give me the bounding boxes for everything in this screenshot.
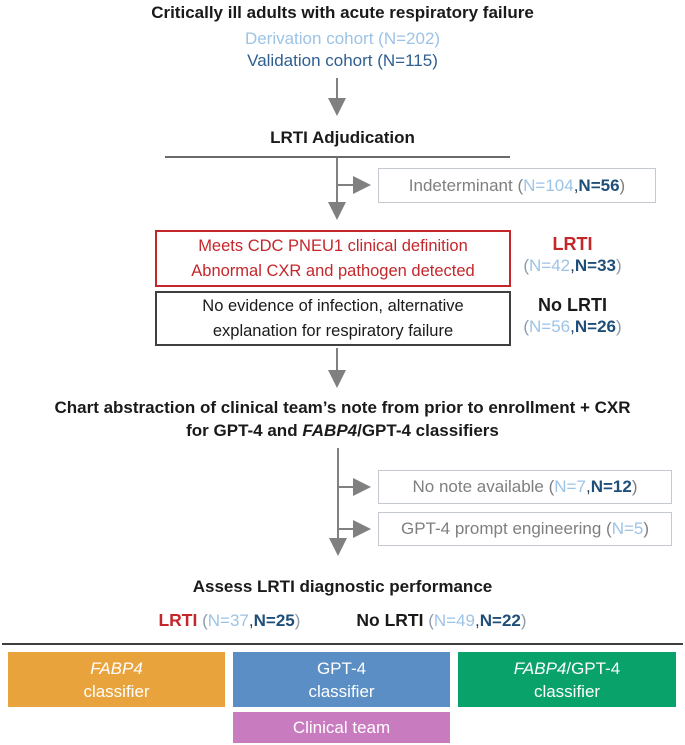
assessment-lrti-n-derivation: N=37 <box>207 611 249 630</box>
assessment-results-row: LRTI (N=37,N=25) No LRTI (N=49,N=22) <box>0 610 685 631</box>
no-lrti-criteria-box: No evidence of infection, alternative ex… <box>155 291 511 346</box>
fabp4-italic: FABP4 <box>302 421 358 440</box>
assessment-lrti-label: LRTI (N=37,N=25) <box>158 610 301 630</box>
indeterminant-n-validation: N=56 <box>578 175 620 195</box>
no-lrti-count-title: No LRTI <box>538 295 607 315</box>
no-note-box: No note available (N=7,N=12) <box>378 470 672 504</box>
lrti-count-title: LRTI <box>552 234 593 254</box>
validation-cohort-label: Validation cohort (N=115) <box>247 51 438 70</box>
no-note-text: No note available ( <box>412 477 555 496</box>
assessment-lrti-title: LRTI <box>158 610 198 630</box>
lrti-criteria-line2: Abnormal CXR and pathogen detected <box>191 261 475 280</box>
chart-abstraction-line2: for GPT-4 and FABP4/GPT-4 classifiers <box>186 421 499 440</box>
no-lrti-criteria-line1: No evidence of infection, alternative <box>202 296 464 315</box>
indeterminant-text: Indeterminant ( <box>408 175 524 195</box>
lrti-count-label: LRTI (N=42,N=33) <box>505 233 640 277</box>
no-lrti-count-label: No LRTI (N=56,N=26) <box>505 294 640 338</box>
clinical-team-label: Clinical team <box>292 718 391 737</box>
figure-title: Critically ill adults with acute respira… <box>151 3 534 22</box>
adjudication-heading: LRTI Adjudication <box>270 128 415 147</box>
gpt4-classifier-name: GPT-4 <box>316 658 367 678</box>
no-note-n-derivation: N=7 <box>554 477 586 496</box>
gpt4-classifier-word: classifier <box>308 681 375 701</box>
lrti-criteria-box: Meets CDC PNEU1 clinical definition Abno… <box>155 230 511 287</box>
derivation-cohort-label: Derivation cohort (N=202) <box>244 29 441 48</box>
fabp4-classifier-box: FABP4 classifier <box>8 652 225 707</box>
prompt-engineering-n: N=5 <box>611 519 644 538</box>
chart-abstraction-heading: Chart abstraction of clinical team’s not… <box>0 396 685 442</box>
indeterminant-n-derivation: N=104 <box>523 175 574 195</box>
gpt4-classifier-box: GPT-4 classifier <box>233 652 450 707</box>
chart-abstraction-line1: Chart abstraction of clinical team’s not… <box>54 398 631 417</box>
assessment-no-lrti-title: No LRTI <box>356 610 424 630</box>
lrti-criteria-line1: Meets CDC PNEU1 clinical definition <box>198 236 468 255</box>
fabp4-classifier-word: classifier <box>83 681 150 701</box>
indeterminant-box: Indeterminant (N=104,N=56) <box>378 168 656 203</box>
no-lrti-n-validation: N=26 <box>574 317 616 336</box>
lrti-n-validation: N=33 <box>574 256 616 275</box>
assessment-no-lrti-n-derivation: N=49 <box>433 611 475 630</box>
assessment-lrti-n-validation: N=25 <box>253 611 295 630</box>
lrti-n-derivation: N=42 <box>529 256 571 275</box>
combo-classifier-box: FABP4/GPT-4 classifier <box>458 652 676 707</box>
assessment-no-lrti-n-validation: N=22 <box>479 611 521 630</box>
prompt-engineering-text: GPT-4 prompt engineering ( <box>400 519 612 538</box>
combo-classifier-name: FABP4/GPT-4 <box>513 658 621 678</box>
clinical-team-box: Clinical team <box>233 712 450 743</box>
combo-classifier-word: classifier <box>533 681 601 701</box>
fabp4-classifier-name: FABP4 <box>90 658 143 678</box>
assessment-heading: Assess LRTI diagnostic performance <box>192 577 493 596</box>
assessment-no-lrti-label: No LRTI (N=49,N=22) <box>356 610 527 630</box>
no-note-n-validation: N=12 <box>590 477 632 496</box>
prompt-engineering-box: GPT-4 prompt engineering (N=5) <box>378 512 672 546</box>
no-lrti-n-derivation: N=56 <box>529 317 571 336</box>
no-lrti-criteria-line2: explanation for respiratory failure <box>212 321 454 340</box>
